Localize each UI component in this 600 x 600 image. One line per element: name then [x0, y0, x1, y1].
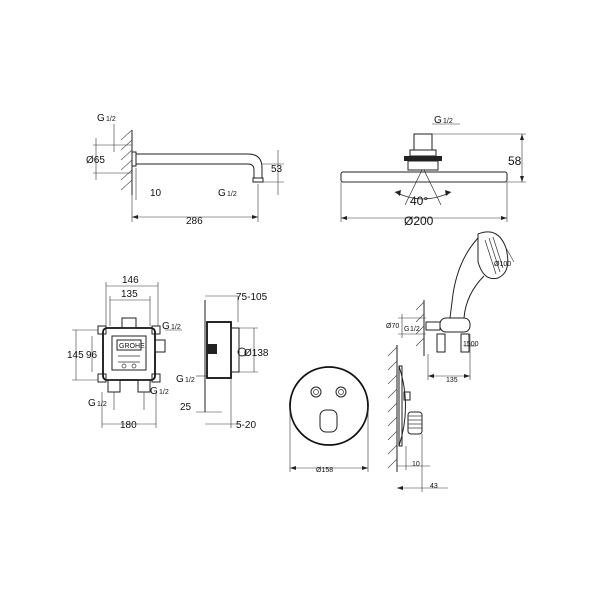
holder-base	[425, 321, 441, 331]
tab-bottom-left	[97, 373, 107, 383]
rough-thread-top-label: G	[162, 321, 170, 332]
head-shower-plate	[340, 171, 508, 183]
hand-shower-view: Ø100 Ø70 G 1/2 1500 135	[386, 231, 515, 384]
wall-holder	[439, 317, 471, 333]
hand-shower-face	[484, 236, 504, 275]
rough-thread-br-frac: 1/2	[159, 389, 169, 396]
wall-flange	[131, 151, 137, 167]
wall-hatching	[120, 129, 133, 191]
side-port	[237, 347, 247, 357]
head-thread-label: G	[434, 115, 442, 126]
rough-thread-top-frac: 1/2	[171, 324, 181, 331]
hand-wall-hatching	[415, 301, 425, 347]
arm-thread-top-frac: 1/2	[106, 116, 116, 123]
trim-wall-hatching	[387, 346, 398, 469]
arm-drop-label: 53	[271, 164, 283, 175]
rough-height-outer-label: 145	[67, 350, 84, 361]
hand-projection-label: 135	[446, 377, 458, 384]
trim-side-view: 10 43	[387, 345, 448, 492]
rough-width-inner-label: 135	[121, 289, 138, 300]
rough-height-inner-label: 96	[86, 350, 98, 361]
trim-projection-label: 10	[412, 461, 420, 468]
head-shower-view: G 1/2 58 40° Ø200	[340, 115, 526, 228]
head-joint	[409, 149, 437, 157]
inlet-top	[121, 317, 137, 329]
tab-bottom-right	[151, 373, 161, 383]
rough-base-width-label: 180	[120, 420, 137, 431]
trim-plate-edge	[398, 365, 403, 447]
outlet-bottom-right	[137, 379, 151, 393]
hand-thread-frac: 1/2	[410, 326, 420, 333]
side-diameter-label: Ø138	[244, 348, 269, 359]
rough-in-side-view: 75-105 Ø138 G 1/2 25 5-20	[176, 292, 269, 431]
trim-plate	[289, 366, 369, 446]
hand-diameter-label: Ø100	[494, 261, 511, 268]
temperature-knob	[319, 409, 338, 433]
side-depth-range-label: 75-105	[236, 292, 268, 303]
trim-side-knob	[407, 411, 423, 435]
arm-diameter-label: Ø65	[86, 155, 105, 166]
head-neck	[407, 160, 439, 171]
hand-shower-head	[477, 231, 509, 280]
hand-shower-handle-left	[449, 237, 479, 319]
side-cover	[230, 327, 240, 373]
hand-shower-handle-right	[463, 275, 485, 319]
side-finish-range-label: 5-20	[236, 420, 256, 431]
brand-label: GROHE	[119, 343, 145, 350]
rough-in-inner	[111, 335, 147, 371]
knob-grip	[408, 415, 422, 429]
head-connector	[413, 133, 433, 151]
arm-thread-bottom-label: G	[218, 188, 226, 199]
arm-outlet	[252, 177, 264, 183]
tab-top-left	[97, 325, 107, 335]
hose-nut	[460, 333, 470, 353]
hand-thread-label: G	[404, 326, 409, 333]
side-thread-label: G	[176, 374, 184, 385]
head-height-label: 58	[508, 154, 522, 168]
tab-top-right	[151, 325, 161, 335]
hand-outlet-diameter-label: Ø70	[386, 323, 399, 330]
side-thread-frac: 1/2	[185, 377, 195, 384]
side-depth-label: 25	[180, 402, 192, 413]
shower-arm-view: Ø65 G 1/2 10 286 G 1/2 53	[86, 113, 284, 227]
trim-side-button	[403, 391, 411, 401]
arm-thread-top-label: G	[97, 113, 105, 124]
head-swivel	[404, 156, 442, 161]
button-right	[335, 386, 347, 398]
rough-in-front-view: GROHE 146 135 145 96 G 1/2 G 1/2	[67, 275, 182, 431]
rough-thread-br-label: G	[150, 386, 158, 397]
inlet-right	[154, 339, 166, 353]
trim-plate-profile	[398, 365, 406, 447]
hose-length-label: 1500	[463, 341, 479, 348]
head-angle-label: 40°	[410, 194, 428, 208]
head-thread-frac: 1/2	[443, 118, 453, 125]
brand-plate	[116, 339, 142, 351]
outlet-bottom-left	[107, 379, 121, 393]
arm-wall-offset-label: 10	[150, 188, 162, 199]
trim-depth-label: 43	[430, 483, 438, 490]
arm-thread-bottom-frac: 1/2	[227, 191, 237, 198]
arm-length-label: 286	[186, 216, 203, 227]
rough-thread-bl-label: G	[88, 398, 96, 409]
side-inlet	[207, 344, 217, 354]
rough-width-outer-label: 146	[122, 275, 139, 286]
hose-connector	[436, 333, 446, 353]
trim-diameter-label: Ø158	[316, 467, 333, 474]
inner-detail	[118, 355, 140, 369]
shower-arm-pipe-bottom	[136, 163, 255, 178]
trim-plate-view: Ø158	[289, 366, 369, 474]
button-left	[310, 386, 322, 398]
shower-arm-pipe-top	[136, 153, 263, 178]
head-diameter-label: Ø200	[404, 214, 434, 228]
